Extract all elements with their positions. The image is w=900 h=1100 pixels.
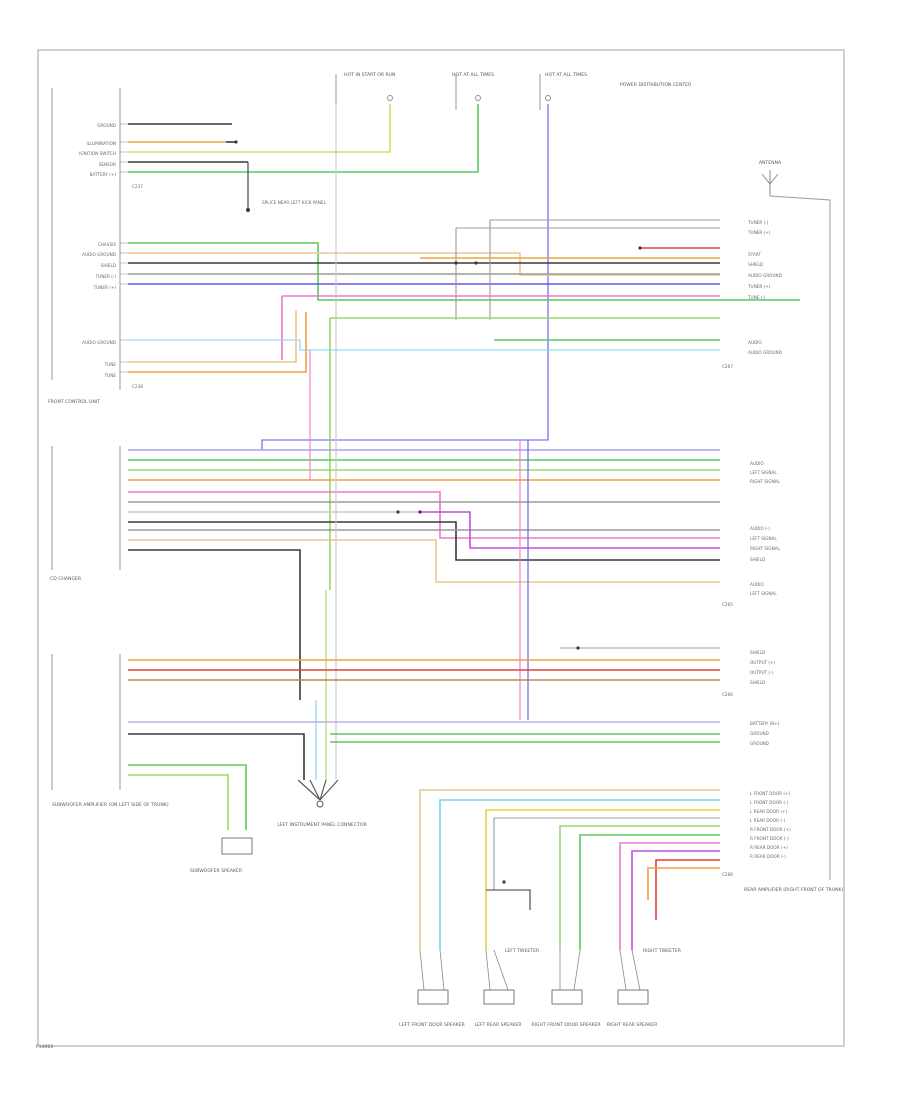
svg-text:R REAR DOOR (+): R REAR DOOR (+) (750, 845, 788, 850)
svg-text:SHIELD: SHIELD (750, 680, 765, 685)
subwoofer-speaker-icon (221, 837, 253, 855)
svg-text:LEFT SIGNAL: LEFT SIGNAL (750, 536, 777, 541)
front-control-label: FRONT CONTROL UNIT (48, 399, 100, 405)
svg-text:AUDIO GROUND: AUDIO GROUND (82, 340, 116, 345)
sub-pins-right: SHIELD OUTPUT (+) OUTPUT (-) SHIELD C266 (722, 650, 776, 697)
svg-text:LEFT SIGNAL: LEFT SIGNAL (750, 591, 777, 596)
svg-text:OUTPUT (+): OUTPUT (+) (750, 660, 776, 665)
svg-text:SENSOR: SENSOR (99, 162, 116, 167)
front-control-unit: FRONT CONTROL UNIT GROUND ILLUMINATION I… (48, 88, 143, 405)
svg-text:C238: C238 (132, 384, 143, 389)
front-control-pins-1: GROUND ILLUMINATION IGNITION SWITCH SENS… (79, 123, 143, 189)
svg-text:C265: C265 (722, 602, 733, 607)
svg-text:HOT IN START OR RUN: HOT IN START OR RUN (344, 72, 395, 78)
cd-pins-right: AUDIO LEFT SIGNAL RIGHT SIGNAL AUDIO (-)… (722, 461, 781, 607)
svg-text:AUDIO GROUND: AUDIO GROUND (748, 273, 782, 278)
svg-text:AUDIO GROUND: AUDIO GROUND (748, 350, 782, 355)
svg-text:TUNE (-): TUNE (-) (747, 295, 766, 300)
front-control-pins-2: CHASSIS AUDIO GROUND SHIELD TUNER (-) TU… (82, 242, 116, 290)
svg-text:R FRONT DOOR (-): R FRONT DOOR (-) (750, 836, 789, 841)
vertical-runs (309, 104, 529, 780)
footer-code: F14060 (36, 1044, 53, 1050)
svg-text:SHIELD: SHIELD (748, 262, 763, 267)
svg-text:GROUND: GROUND (750, 731, 769, 736)
svg-text:HOT AT ALL TIMES: HOT AT ALL TIMES (452, 72, 494, 78)
svg-text:LEFT INSTRUMENT PANEL CONNECTO: LEFT INSTRUMENT PANEL CONNECTOR (277, 822, 367, 828)
svg-text:RIGHT TWEETER: RIGHT TWEETER (643, 948, 682, 954)
svg-text:TUNE: TUNE (104, 373, 117, 378)
svg-text:TUNE: TUNE (104, 362, 117, 367)
right-rear-speaker-icon (617, 989, 649, 1005)
cd-changer: CD CHANGER AUDIO LEFT SIGNAL RIGHT SIGNA… (50, 446, 781, 700)
svg-text:BATTERY (+): BATTERY (+) (90, 172, 117, 177)
svg-text:C266: C266 (722, 692, 733, 697)
ground-cluster: LEFT INSTRUMENT PANEL CONNECTOR (277, 779, 367, 828)
svg-text:IGNITION SWITCH: IGNITION SWITCH (79, 151, 116, 156)
svg-text:RIGHT SIGNAL: RIGHT SIGNAL (750, 546, 781, 551)
diagram-frame (37, 49, 845, 1047)
svg-text:CD CHANGER: CD CHANGER (50, 576, 82, 582)
svg-text:OUTPUT (-): OUTPUT (-) (750, 670, 774, 675)
svg-text:AUDIO (-): AUDIO (-) (750, 526, 770, 531)
radio-pins: TUNER (-) TUNER (+) START SHIELD AUDIO G… (722, 220, 782, 369)
subwoofer-amplifier: SUBWOOFER AMPLIFIER (ON LEFT SIDE OF TRU… (51, 646, 776, 874)
svg-text:RIGHT FRONT DOOR SPEAKER: RIGHT FRONT DOOR SPEAKER (531, 1022, 601, 1028)
svg-text:POWER DISTRIBUTION CENTER: POWER DISTRIBUTION CENTER (620, 82, 692, 88)
antenna: ANTENNA (759, 160, 831, 880)
svg-text:AUDIO: AUDIO (750, 582, 764, 587)
svg-text:C237: C237 (132, 184, 143, 189)
svg-text:TUNER (-): TUNER (-) (747, 220, 769, 225)
svg-text:LEFT TWEETER: LEFT TWEETER (505, 948, 540, 954)
svg-text:C268: C268 (722, 872, 733, 877)
svg-text:L REAR DOOR (+): L REAR DOOR (+) (750, 809, 788, 814)
svg-text:SPLICE NEAR LEFT KICK PANEL: SPLICE NEAR LEFT KICK PANEL (262, 200, 327, 205)
svg-text:TUNER (+): TUNER (+) (93, 285, 117, 290)
svg-text:LEFT SIGNAL: LEFT SIGNAL (750, 470, 777, 475)
svg-text:L FRONT DOOR (-): L FRONT DOOR (-) (750, 800, 789, 805)
svg-text:TUNER (-): TUNER (-) (95, 274, 117, 279)
right-front-speaker-icon (551, 989, 583, 1005)
svg-text:START: START (748, 252, 761, 257)
svg-text:HOT AT ALL TIMES: HOT AT ALL TIMES (545, 72, 587, 78)
amp-pins: BATTERY (B+) GROUND GROUND L FRONT DOOR … (722, 721, 791, 877)
svg-text:AUDIO: AUDIO (748, 340, 762, 345)
svg-text:LEFT REAR SPEAKER: LEFT REAR SPEAKER (474, 1022, 522, 1028)
svg-text:L REAR DOOR (-): L REAR DOOR (-) (750, 818, 786, 823)
left-front-speaker-icon (417, 989, 449, 1005)
svg-text:SHIELD: SHIELD (750, 650, 765, 655)
svg-text:SHIELD: SHIELD (750, 557, 765, 562)
svg-text:TUNER (+): TUNER (+) (747, 230, 771, 235)
svg-text:R FRONT DOOR (+): R FRONT DOOR (+) (750, 827, 791, 832)
svg-text:GROUND: GROUND (750, 741, 769, 746)
svg-text:AUDIO GROUND: AUDIO GROUND (82, 252, 116, 257)
svg-text:R REAR DOOR (-): R REAR DOOR (-) (750, 854, 786, 859)
svg-text:CHASSIS: CHASSIS (98, 242, 116, 247)
svg-text:C267: C267 (722, 364, 733, 369)
svg-text:LEFT FRONT DOOR SPEAKER: LEFT FRONT DOOR SPEAKER (399, 1022, 466, 1028)
svg-text:ILLUMINATION: ILLUMINATION (87, 141, 117, 146)
svg-text:RIGHT SIGNAL: RIGHT SIGNAL (750, 479, 781, 484)
svg-text:ANTENNA: ANTENNA (759, 160, 782, 166)
svg-text:SUBWOOFER SPEAKER: SUBWOOFER SPEAKER (190, 868, 243, 874)
svg-text:SHIELD: SHIELD (101, 263, 116, 268)
rear-amplifier: BATTERY (B+) GROUND GROUND L FRONT DOOR … (419, 721, 844, 950)
svg-text:SUBWOOFER AMPLIFIER (ON LEFT S: SUBWOOFER AMPLIFIER (ON LEFT SIDE OF TRU… (52, 802, 169, 808)
left-rear-speaker-icon (483, 989, 515, 1005)
svg-text:GROUND: GROUND (97, 123, 116, 128)
svg-text:TUNER (+): TUNER (+) (747, 284, 771, 289)
top-wires: SPLICE NEAR LEFT KICK PANEL (128, 104, 800, 590)
front-control-pins-3: AUDIO GROUND TUNE TUNE C238 (82, 340, 143, 389)
svg-text:REAR AMPLIFIER (RIGHT FRONT OF: REAR AMPLIFIER (RIGHT FRONT OF TRUNK) (744, 887, 844, 893)
svg-text:L FRONT DOOR (+): L FRONT DOOR (+) (750, 791, 790, 796)
svg-text:AUDIO: AUDIO (750, 461, 764, 466)
svg-text:BATTERY (B+): BATTERY (B+) (750, 721, 780, 726)
speakers: LEFT FRONT DOOR SPEAKER LEFT REAR SPEAKE… (399, 948, 682, 1028)
svg-text:RIGHT REAR SPEAKER: RIGHT REAR SPEAKER (607, 1022, 658, 1028)
